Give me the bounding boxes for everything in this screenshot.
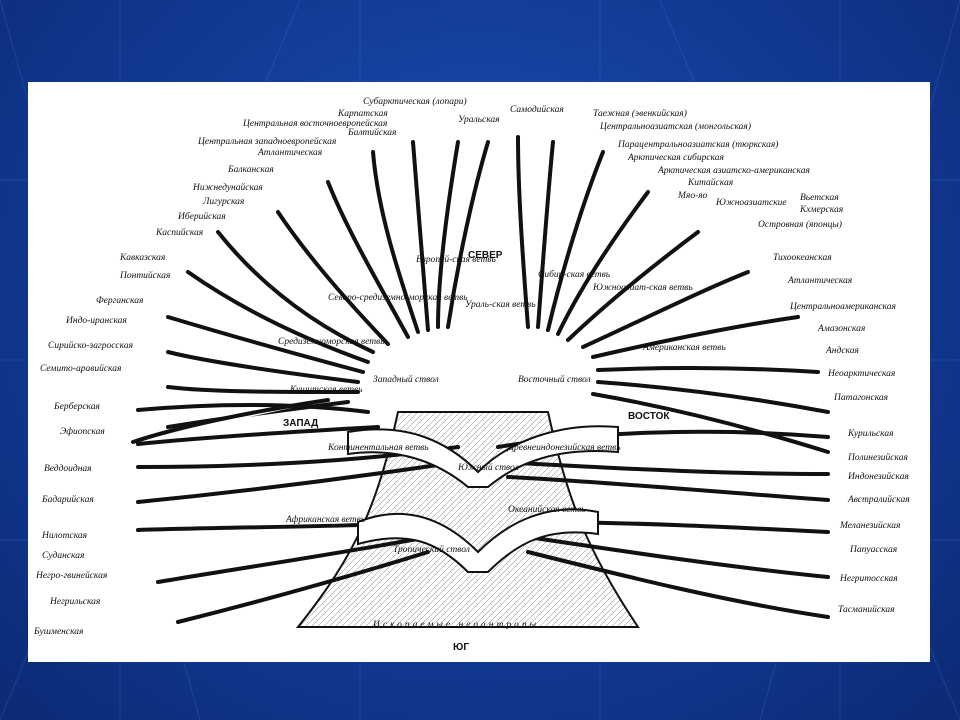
race-label: Курильская: [847, 429, 894, 439]
race-label: Каспийская: [155, 227, 203, 238]
trunk-label-west: Западный ствол: [373, 374, 439, 385]
race-label: Атлантическая: [787, 276, 852, 286]
trunk-label-east: Восточный ствол: [518, 374, 591, 385]
race-label: Уральская: [458, 115, 500, 125]
race-label: Парацентральноазиатская (тюркская): [617, 139, 778, 150]
race-label: Атлантическая: [257, 148, 322, 158]
race-label: Кавказская: [119, 253, 165, 263]
branch-label-american: Американская ветвь: [642, 343, 726, 353]
direction-west: ЗАПАД: [283, 418, 318, 429]
left-branch-fingers: [131, 140, 490, 444]
race-label: Негритосская: [839, 574, 898, 584]
race-label: Австралийская: [847, 494, 910, 505]
race-label: Ферганская: [96, 296, 143, 306]
race-label: Южноазиатские: [715, 198, 787, 208]
race-label: Бадарийская: [41, 494, 94, 505]
race-label: Эфиопская: [60, 426, 105, 437]
branch-label-siberian: Сибир-ская ветвь: [538, 269, 611, 280]
race-label: Нижнедунайская: [192, 182, 263, 193]
race-label: Центральноамериканская: [789, 302, 896, 312]
race-label: Нилотская: [41, 531, 87, 541]
race-label: Бушменская: [33, 627, 83, 637]
race-label: Тихоокеанская: [773, 253, 832, 263]
trunk-label-south: Южный ствол: [457, 462, 519, 473]
race-label: Таежная (эвенкийская): [593, 108, 687, 119]
race-label: Балканская: [227, 165, 274, 175]
direction-south: ЮГ: [453, 642, 469, 653]
race-tree-diagram: СЕВЕР ЗАПАД ВОСТОК ЮГ Западный ствол Вос…: [33, 96, 910, 653]
race-label: Арктическая сибирская: [627, 152, 724, 163]
branch-label-mediterranean: Средиземноморская ветвь: [278, 336, 385, 347]
diagram-panel: СЕВЕР ЗАПАД ВОСТОК ЮГ Западный ствол Вос…: [28, 82, 930, 662]
race-label: Полинезийская: [847, 452, 908, 463]
race-label: Самодийская: [510, 104, 564, 115]
trunk-label-tropical: Тропический ствол: [393, 544, 470, 555]
race-label: Китайская: [687, 177, 733, 188]
race-label: Меланезийская: [839, 520, 900, 531]
race-label: Патагонская: [833, 393, 888, 403]
race-label: Тасманийская: [838, 604, 895, 615]
fossil-neoanthropes-label: Ископаемые неоантропы: [372, 620, 539, 630]
branch-label-european: Европей-ская ветвь: [415, 254, 496, 265]
branch-label-kushitic: Кушитская ветвь: [289, 385, 363, 395]
race-label: Мяо-яо: [677, 191, 708, 201]
branch-label-north-mediterranean: Северо-средиземно-морская ветвь: [328, 292, 468, 303]
race-label: Островная (японцы): [758, 219, 842, 230]
branch-label-south-asian: Южноазиат-ская ветвь: [592, 283, 693, 293]
branch-label-oceanic: Океанийская ветвь: [508, 504, 586, 515]
race-label: Карпатская: [337, 109, 388, 119]
race-label: Иберийская: [177, 211, 226, 222]
race-label: Арктическая азиатско-американская: [657, 166, 810, 176]
race-label: Индо-иранская: [65, 315, 127, 326]
race-label: Понтийская: [119, 270, 170, 281]
race-label: Семито-аравийская: [40, 363, 121, 374]
race-label: Индонезийская: [847, 471, 909, 482]
direction-north: СЕВЕР: [468, 250, 503, 261]
race-label: Веддоидная: [44, 463, 92, 474]
race-label: Андская: [825, 345, 859, 356]
race-label: Кхмерская: [799, 205, 843, 215]
race-label: Суданская: [42, 550, 84, 561]
race-label: Негро-гвинейская: [35, 570, 107, 581]
arched-branches: [347, 425, 619, 573]
race-label: Неоарктическая: [827, 369, 895, 379]
branch-label-continental: Континентальная ветвь: [327, 443, 429, 453]
race-label: Сирийско-загросская: [48, 340, 133, 351]
branch-label-ural: Ураль-ская ветвь: [465, 300, 536, 310]
race-label: Лигурская: [202, 197, 244, 207]
race-label: Центральная западноевропейская: [197, 136, 336, 147]
right-branch-fingers: [516, 135, 830, 454]
race-label: Берберская: [53, 401, 100, 412]
direction-east: ВОСТОК: [628, 411, 670, 422]
race-label: Вьетская: [800, 193, 839, 203]
race-label: Балтийская: [347, 127, 396, 138]
race-label: Центральная восточноевропейская: [242, 118, 387, 129]
race-label: Папуасская: [849, 545, 897, 555]
race-label: Субарктическая (лопари): [363, 96, 467, 107]
race-label: Негрильская: [49, 597, 100, 607]
race-label: Центральноазиатская (монгольская): [599, 121, 751, 132]
branch-label-african: Африканская ветвь: [285, 514, 366, 525]
branch-label-ancient-indonesian: Древнеиндонезийская ветвь: [507, 442, 621, 453]
race-label: Амазонская: [817, 324, 865, 334]
